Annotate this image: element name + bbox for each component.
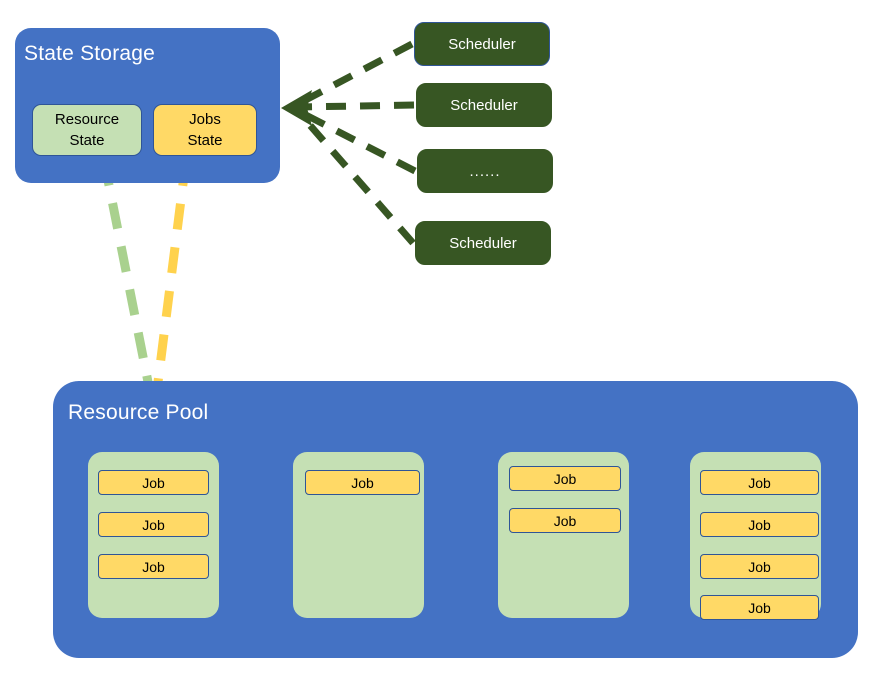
connector-scheduler-4 <box>298 112 416 246</box>
job-box[interactable]: Job <box>509 466 621 491</box>
resource-node-1[interactable]: Job Job Job <box>88 452 219 618</box>
job-box[interactable]: Job <box>98 512 209 537</box>
scheduler-box-4[interactable]: Scheduler <box>415 221 551 265</box>
scheduler-label-4: Scheduler <box>449 234 517 252</box>
scheduler-label-2: Scheduler <box>450 96 518 114</box>
resource-state-box[interactable]: Resource State <box>32 104 142 156</box>
job-box[interactable]: Job <box>98 554 209 579</box>
resource-node-4[interactable]: Job Job Job Job <box>690 452 821 620</box>
resource-node-3[interactable]: Job Job <box>498 452 629 618</box>
resource-pool-title: Resource Pool <box>68 401 209 424</box>
jobs-state-box[interactable]: Jobs State <box>153 104 257 156</box>
connector-scheduler-2 <box>299 101 415 111</box>
resource-state-label: Resource State <box>54 110 120 149</box>
job-box[interactable]: Job <box>700 512 819 537</box>
scheduler-box-1[interactable]: Scheduler <box>414 22 550 66</box>
connector-jobs-state-to-pool <box>153 159 191 383</box>
job-box[interactable]: Job <box>700 470 819 495</box>
scheduler-box-ellipsis[interactable]: ...... <box>417 149 553 193</box>
jobs-state-label: Jobs State <box>187 110 223 149</box>
job-box[interactable]: Job <box>700 554 819 579</box>
scheduler-label-ellipsis: ...... <box>469 162 501 180</box>
connector-resource-state-to-pool <box>99 159 153 383</box>
scheduler-label-1: Scheduler <box>448 35 516 53</box>
job-box[interactable]: Job <box>305 470 420 495</box>
scheduler-box-2[interactable]: Scheduler <box>416 83 552 127</box>
arrowhead-to-state-storage <box>281 90 312 126</box>
job-box[interactable]: Job <box>700 595 819 620</box>
job-box[interactable]: Job <box>98 470 209 495</box>
job-box[interactable]: Job <box>509 508 621 533</box>
connector-scheduler-1 <box>296 40 414 108</box>
connector-scheduler-3 <box>298 108 417 175</box>
resource-node-2[interactable]: Job <box>293 452 424 618</box>
state-storage-title: State Storage <box>24 42 156 65</box>
